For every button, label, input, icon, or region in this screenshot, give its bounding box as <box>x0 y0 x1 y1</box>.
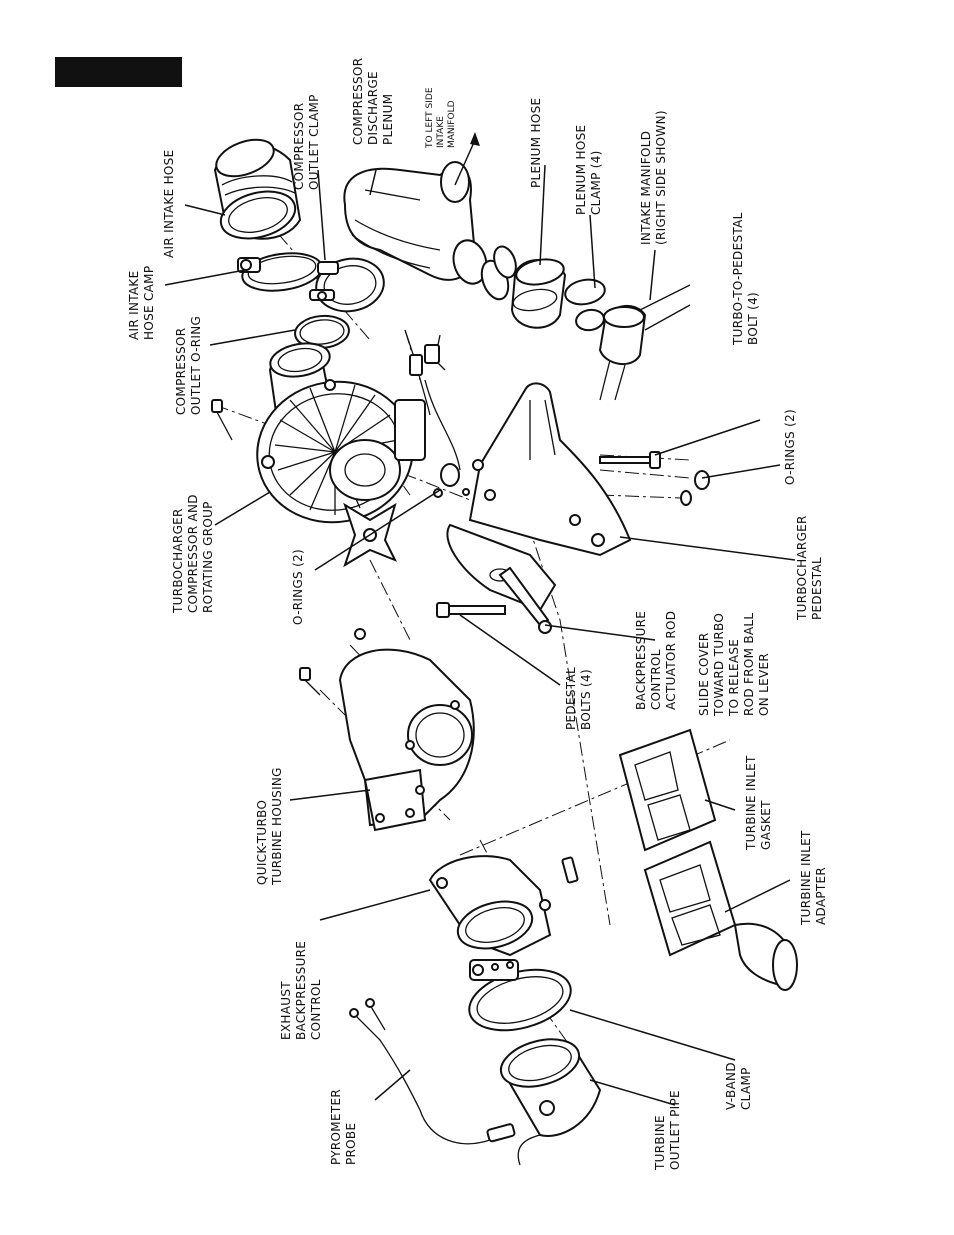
label-backpressure-actuator-rod: BACKPRESSURE CONTROL ACTUATOR ROD <box>634 607 678 710</box>
label-turbine-outlet-pipe: TURBINE OUTLET PIPE <box>653 1090 682 1171</box>
label-orings-left: O-RINGS (2) <box>291 549 305 625</box>
label-air-intake-hose-camp: AIR INTAKE HOSE CAMP <box>127 266 156 340</box>
label-slide-cover-note: SLIDE COVER TOWARD TURBO TO RELEASE ROD … <box>697 608 771 717</box>
label-plenum-hose: PLENUM HOSE <box>529 98 543 188</box>
orings-right <box>680 470 710 506</box>
label-to-left-side-intake-manifold: TO LEFT SIDE INTAKE MANIFOLD <box>425 85 457 149</box>
turbo-to-pedestal-bolt <box>599 451 661 469</box>
label-compressor-discharge-plenum: COMPRESSOR DISCHARGE PLENUM <box>351 54 395 145</box>
to-left-manifold-arrow <box>454 132 480 186</box>
label-compressor-outlet-oring: COMPRESSOR OUTLET O-RING <box>174 316 203 415</box>
label-turbine-inlet-adapter: TURBINE INLET ADAPTER <box>799 826 828 926</box>
label-plenum-hose-clamp: PLENUM HOSE CLAMP (4) <box>574 120 603 215</box>
backpressure-actuator-rod <box>498 566 552 634</box>
label-turbo-to-pedestal-bolt: TURBO-TO-PEDESTAL BOLT (4) <box>731 208 760 346</box>
label-intake-manifold: INTAKE MANIFOLD (RIGHT SIDE SHOWN) <box>639 110 668 245</box>
label-pedestal-bolts: PEDESTAL BOLTS (4) <box>564 663 593 730</box>
pedestal-bolts <box>436 602 506 618</box>
turbine-inlet-gasket <box>618 728 717 852</box>
label-exhaust-backpressure-control: EXHAUST BACKPRESSURE CONTROL <box>279 937 323 1040</box>
label-v-band-clamp: V-BAND CLAMP <box>724 1058 753 1110</box>
compressor-sensor <box>404 329 461 471</box>
label-quick-turbo-housing: QUICK-TURBO TURBINE HOUSING <box>255 767 284 886</box>
compressor-discharge-plenum <box>343 161 488 285</box>
intake-manifold <box>598 284 691 401</box>
leader-lines <box>164 164 796 1106</box>
turbine-outlet-pipe <box>499 1038 602 1166</box>
turbocharger-compressor-group <box>256 342 426 568</box>
exhaust-backpressure-control <box>428 855 579 957</box>
air-intake-hose-clamp <box>237 252 323 292</box>
orings-left <box>433 463 470 498</box>
label-turbocharger-pedestal: TURBOCHARGER PEDESTAL <box>795 511 824 621</box>
label-turbocharger-compressor-group: TURBOCHARGER COMPRESSOR AND ROTATING GRO… <box>171 490 215 614</box>
label-pyrometer-probe: PYROMETER PROBE <box>329 1085 358 1165</box>
turbocharger-pedestal <box>446 382 632 612</box>
pyrometer-probe <box>349 998 516 1145</box>
air-intake-hose <box>213 138 302 240</box>
plenum-hose <box>480 245 606 332</box>
label-compressor-outlet-clamp: COMPRESSOR OUTLET CLAMP <box>292 94 321 190</box>
label-turbine-inlet-gasket: TURBINE INLET GASKET <box>744 751 773 851</box>
labels: AIR INTAKE HOSE COMPRESSOR OUTLET CLAMP … <box>127 54 828 1171</box>
turbine-inlet-adapter <box>643 840 798 991</box>
section-tab <box>55 57 182 87</box>
label-orings-right: O-RINGS (2) <box>783 409 797 485</box>
v-band-clamp <box>468 959 572 1032</box>
label-air-intake-hose: AIR INTAKE HOSE <box>162 150 176 258</box>
compressor-bolt <box>211 399 233 441</box>
quick-turbo-turbine-housing <box>299 628 475 832</box>
compressor-outlet-clamp <box>309 257 385 313</box>
